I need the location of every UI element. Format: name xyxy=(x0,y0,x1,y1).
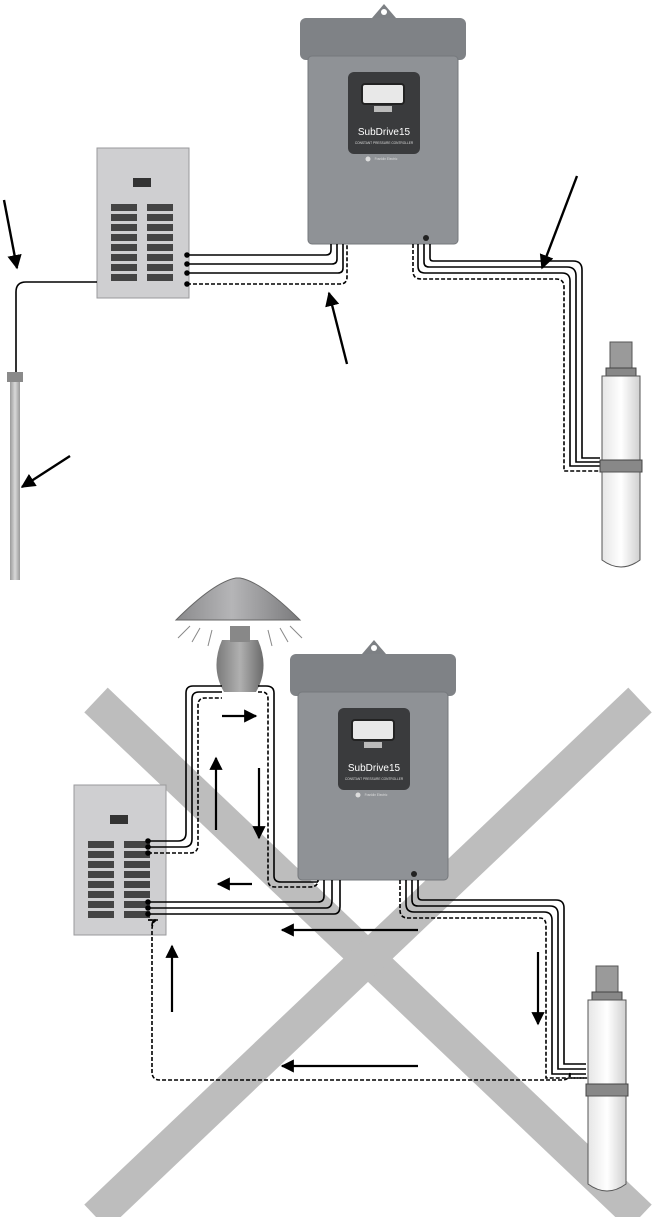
controller-enclosure: SubDrive15 CONSTANT PRESSURE CONTROLLER … xyxy=(300,4,466,245)
submersible-pump xyxy=(599,341,643,568)
submersible-pump-bottom xyxy=(585,965,629,1192)
lamp-cable xyxy=(145,685,319,888)
controller-subtitle-bottom: CONSTANT PRESSURE CONTROLLER xyxy=(345,777,404,781)
controller-brand: SubDrive15 xyxy=(358,127,411,138)
controller-enclosure-bottom: SubDrive15 CONSTANT PRESSURE CONTROLLER … xyxy=(290,640,456,881)
incorrect-wiring-diagram: SubDrive15 CONSTANT PRESSURE CONTROLLER … xyxy=(73,577,652,1217)
current-flow-arrows xyxy=(165,709,545,1073)
controller-maker: Franklin Electric xyxy=(375,157,398,161)
correct-wiring-diagram: SubDrive15 CONSTANT PRESSURE CONTROLLER … xyxy=(2,4,643,580)
ground-loop-path xyxy=(148,919,590,1081)
input-power-cable-bottom xyxy=(145,880,341,917)
breaker-panel-bottom xyxy=(73,784,167,936)
breaker-panel xyxy=(96,147,190,299)
input-power-cable xyxy=(184,244,348,287)
motor-cable xyxy=(412,244,600,472)
controller-subtitle: CONSTANT PRESSURE CONTROLLER xyxy=(355,141,414,145)
ground-wire xyxy=(15,281,97,372)
controller-brand-bottom: SubDrive15 xyxy=(348,763,401,774)
controller-maker-bottom: Franklin Electric xyxy=(365,793,388,797)
lamp xyxy=(174,577,303,692)
motor-cable-bottom xyxy=(399,880,586,1079)
callout-arrows-top xyxy=(2,175,579,489)
ground-rod xyxy=(7,372,23,580)
